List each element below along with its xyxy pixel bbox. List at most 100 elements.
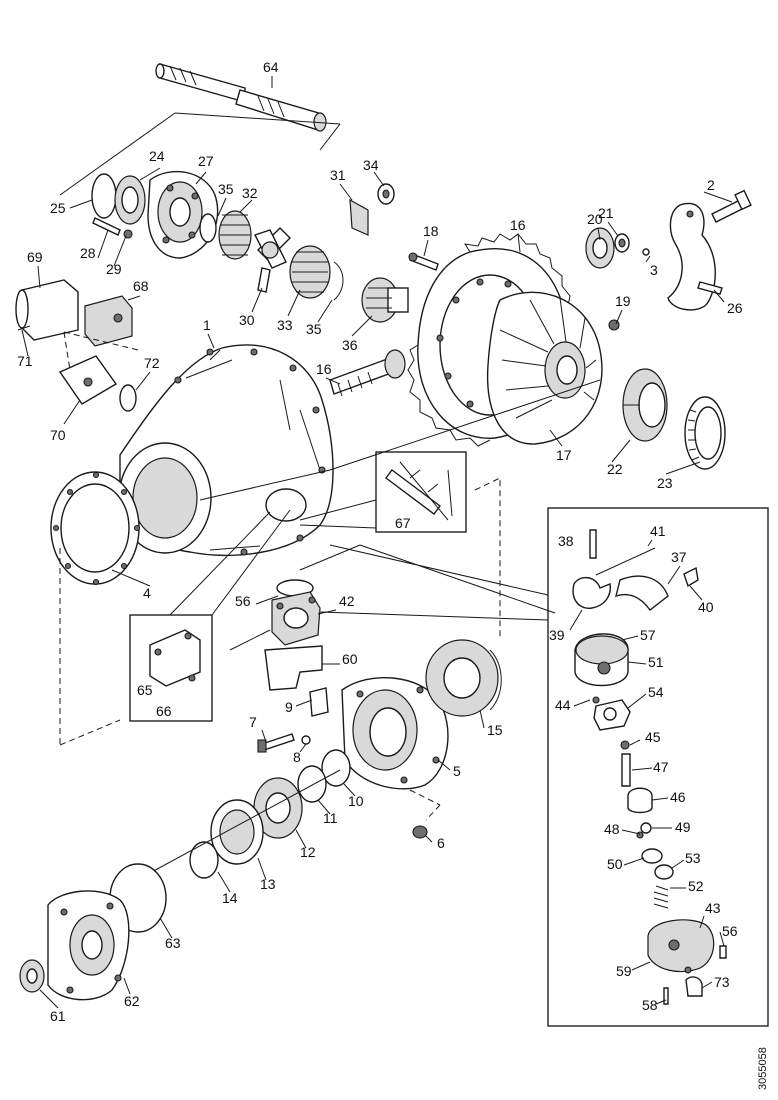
callout-13: 13 bbox=[260, 876, 276, 892]
group-bracket-line bbox=[409, 789, 441, 821]
callout-68: 68 bbox=[133, 278, 149, 294]
pinion-housing-part bbox=[341, 677, 449, 790]
callout-48: 48 bbox=[604, 821, 620, 837]
callout-19: 19 bbox=[615, 293, 631, 309]
callout-42: 42 bbox=[339, 593, 355, 609]
callout-60: 60 bbox=[342, 651, 358, 667]
callout-24: 24 bbox=[149, 148, 165, 164]
callout-57: 57 bbox=[640, 627, 656, 643]
adjusting-ring-part bbox=[684, 396, 726, 470]
callout-65: 65 bbox=[137, 682, 153, 698]
callout-labels: 64 24 27 25 31 34 35 32 2 21 20 16 18 28… bbox=[17, 59, 743, 1024]
callout-56-right: 56 bbox=[722, 923, 738, 939]
spacer-ring-part bbox=[321, 749, 351, 787]
callout-66: 66 bbox=[156, 703, 172, 719]
group-bracket-line bbox=[59, 112, 341, 196]
callout-67: 67 bbox=[395, 515, 411, 531]
flange-nut-part bbox=[19, 959, 45, 993]
callout-70: 70 bbox=[50, 427, 66, 443]
callout-53: 53 bbox=[685, 850, 701, 866]
side-gear-part bbox=[199, 210, 252, 260]
gasket-part bbox=[58, 355, 118, 405]
callout-35-upper: 35 bbox=[218, 181, 234, 197]
spider-cross-part bbox=[254, 227, 291, 293]
axis-line bbox=[199, 379, 601, 501]
bearing-cup-part bbox=[585, 227, 650, 331]
callout-3: 3 bbox=[650, 262, 658, 278]
callout-31: 31 bbox=[330, 167, 346, 183]
differential-case-part bbox=[91, 170, 219, 259]
callout-73: 73 bbox=[714, 974, 730, 990]
callout-23: 23 bbox=[657, 475, 673, 491]
callout-63: 63 bbox=[165, 935, 181, 951]
callout-59: 59 bbox=[616, 963, 632, 979]
cylinder-cover-part bbox=[647, 919, 727, 1005]
callout-44: 44 bbox=[555, 697, 571, 713]
callout-25: 25 bbox=[50, 200, 66, 216]
group-bracket-line bbox=[474, 477, 501, 640]
callout-4: 4 bbox=[143, 585, 151, 601]
callout-71: 71 bbox=[17, 353, 33, 369]
callout-32: 32 bbox=[242, 185, 258, 201]
callout-26: 26 bbox=[727, 300, 743, 316]
callout-37: 37 bbox=[671, 549, 687, 565]
callout-43: 43 bbox=[705, 900, 721, 916]
callout-41: 41 bbox=[650, 523, 666, 539]
callout-29: 29 bbox=[106, 261, 122, 277]
shift-fork-assembly-part bbox=[572, 529, 699, 612]
callout-58: 58 bbox=[642, 997, 658, 1013]
callout-45: 45 bbox=[645, 729, 661, 745]
callout-28: 28 bbox=[80, 245, 96, 261]
callout-33: 33 bbox=[277, 317, 293, 333]
oil-seal-part bbox=[210, 799, 264, 865]
callout-16-lower: 16 bbox=[316, 361, 332, 377]
callout-62: 62 bbox=[124, 993, 140, 1009]
dust-ring-part bbox=[189, 841, 219, 879]
inset-detail-67 bbox=[299, 451, 467, 533]
callout-18: 18 bbox=[423, 223, 439, 239]
callout-51: 51 bbox=[648, 654, 664, 670]
detail-frame bbox=[547, 507, 769, 1027]
callout-47: 47 bbox=[653, 759, 669, 775]
leader-line bbox=[229, 611, 549, 651]
callout-15: 15 bbox=[487, 722, 503, 738]
pinion-gear-part bbox=[349, 183, 395, 236]
callout-10: 10 bbox=[348, 793, 364, 809]
callout-56-left: 56 bbox=[235, 593, 251, 609]
callout-8: 8 bbox=[293, 749, 301, 765]
inset-detail-65 bbox=[129, 509, 291, 722]
actuator-part bbox=[84, 295, 133, 347]
callout-36: 36 bbox=[342, 337, 358, 353]
callout-40: 40 bbox=[698, 599, 714, 615]
outer-bearing-part bbox=[253, 777, 303, 839]
leader-line bbox=[299, 544, 556, 614]
drive-shaft-part bbox=[155, 63, 327, 132]
shift-cylinder-part bbox=[271, 591, 321, 646]
callout-11: 11 bbox=[323, 810, 338, 826]
callout-61: 61 bbox=[50, 1008, 66, 1024]
differential-carrier-part bbox=[486, 291, 603, 445]
callout-22: 22 bbox=[607, 461, 623, 477]
callout-9: 9 bbox=[285, 699, 293, 715]
screw-part bbox=[17, 325, 31, 331]
piston-seal-part bbox=[592, 696, 631, 731]
o-ring-part bbox=[119, 384, 137, 412]
bearing-part bbox=[361, 277, 409, 323]
callout-7: 7 bbox=[249, 714, 257, 730]
group-bracket-line bbox=[59, 548, 121, 746]
callout-1: 1 bbox=[203, 317, 211, 333]
callout-27: 27 bbox=[198, 153, 214, 169]
housing-gasket-part bbox=[50, 471, 141, 586]
ring-gear-bolt-part bbox=[408, 252, 439, 271]
cover-part bbox=[15, 279, 79, 341]
callout-38: 38 bbox=[558, 533, 574, 549]
roller-bearing-part bbox=[622, 368, 668, 442]
callout-5: 5 bbox=[453, 763, 461, 779]
callout-64: 64 bbox=[263, 59, 279, 75]
callout-46: 46 bbox=[670, 789, 686, 805]
callout-34: 34 bbox=[363, 157, 379, 173]
callout-14: 14 bbox=[222, 890, 238, 906]
shim-part bbox=[309, 687, 329, 717]
callout-16-upper: 16 bbox=[510, 217, 526, 233]
callout-52: 52 bbox=[688, 878, 704, 894]
